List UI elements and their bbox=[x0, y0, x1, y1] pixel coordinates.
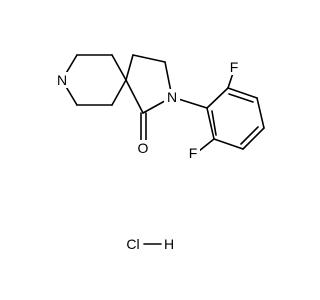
bond bbox=[213, 138, 244, 150]
bond bbox=[211, 110, 217, 136]
bond bbox=[111, 79, 127, 106]
bond bbox=[125, 79, 144, 114]
bond bbox=[227, 87, 258, 99]
bond bbox=[198, 138, 215, 152]
bond bbox=[206, 87, 229, 109]
bond bbox=[132, 54, 166, 63]
bond bbox=[206, 107, 215, 140]
molecule-diagram: N N O F F Cl H bbox=[52, 54, 265, 252]
bond bbox=[228, 93, 254, 103]
amine-nitrogen-label: N bbox=[57, 72, 67, 88]
bonds bbox=[61, 54, 265, 245]
bond bbox=[256, 97, 265, 129]
bond bbox=[111, 54, 127, 81]
bond bbox=[242, 127, 265, 150]
amide-nitrogen-label: N bbox=[167, 89, 177, 105]
bond bbox=[125, 54, 134, 81]
fluorine-top-label: F bbox=[230, 59, 239, 75]
atom-labels: N N O F F Cl H bbox=[52, 59, 241, 252]
hydrogen-label: H bbox=[164, 236, 174, 252]
bond bbox=[240, 126, 259, 145]
fluorine-bottom-label: F bbox=[189, 145, 198, 161]
carbonyl-oxygen-label: O bbox=[138, 140, 149, 156]
chlorine-label: Cl bbox=[126, 236, 139, 252]
